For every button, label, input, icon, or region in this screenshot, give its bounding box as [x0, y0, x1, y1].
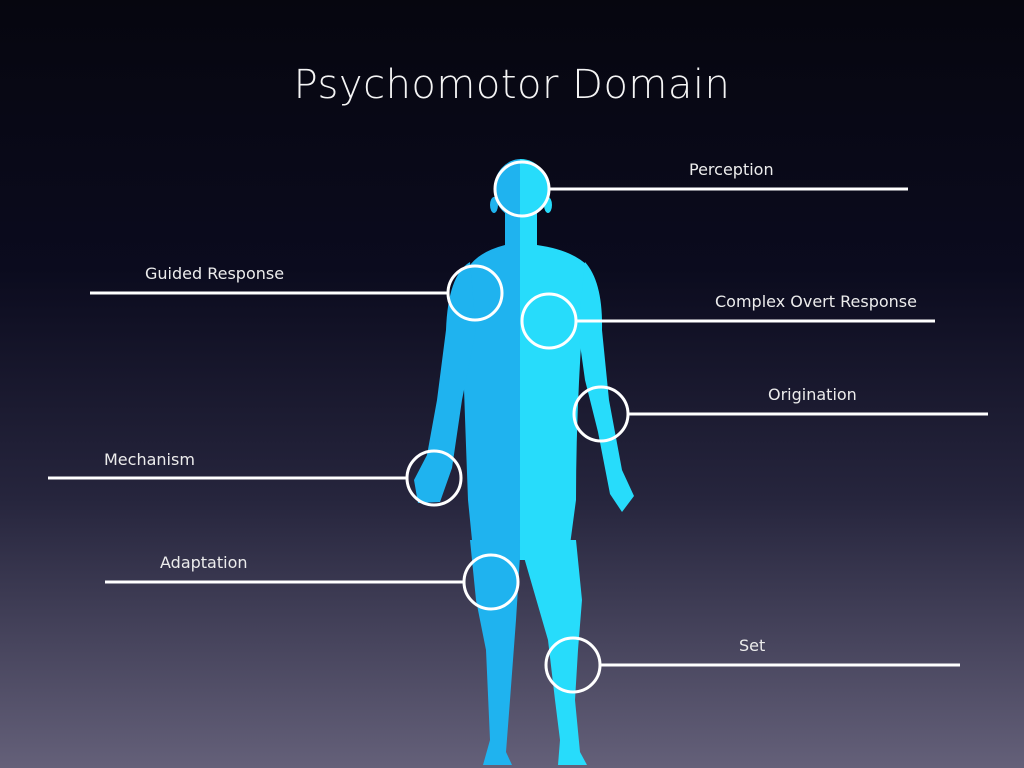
- complex-overt-response-ring: [520, 292, 578, 350]
- label-adaptation: Adaptation: [160, 553, 248, 572]
- label-perception: Perception: [689, 160, 774, 179]
- label-set: Set: [739, 636, 766, 655]
- origination-ring: [572, 385, 630, 443]
- label-complex-overt-response: Complex Overt Response: [715, 292, 917, 311]
- label-mechanism: Mechanism: [104, 450, 195, 469]
- adaptation-ring: [462, 553, 520, 611]
- set-ring: [544, 636, 602, 694]
- perception-ring: [493, 160, 551, 218]
- label-guided-response: Guided Response: [145, 264, 285, 283]
- mechanism-ring: [405, 449, 463, 507]
- label-origination: Origination: [768, 385, 857, 404]
- guided-response-ring: [446, 264, 504, 322]
- slide-title: Psychomotor Domain: [293, 62, 731, 108]
